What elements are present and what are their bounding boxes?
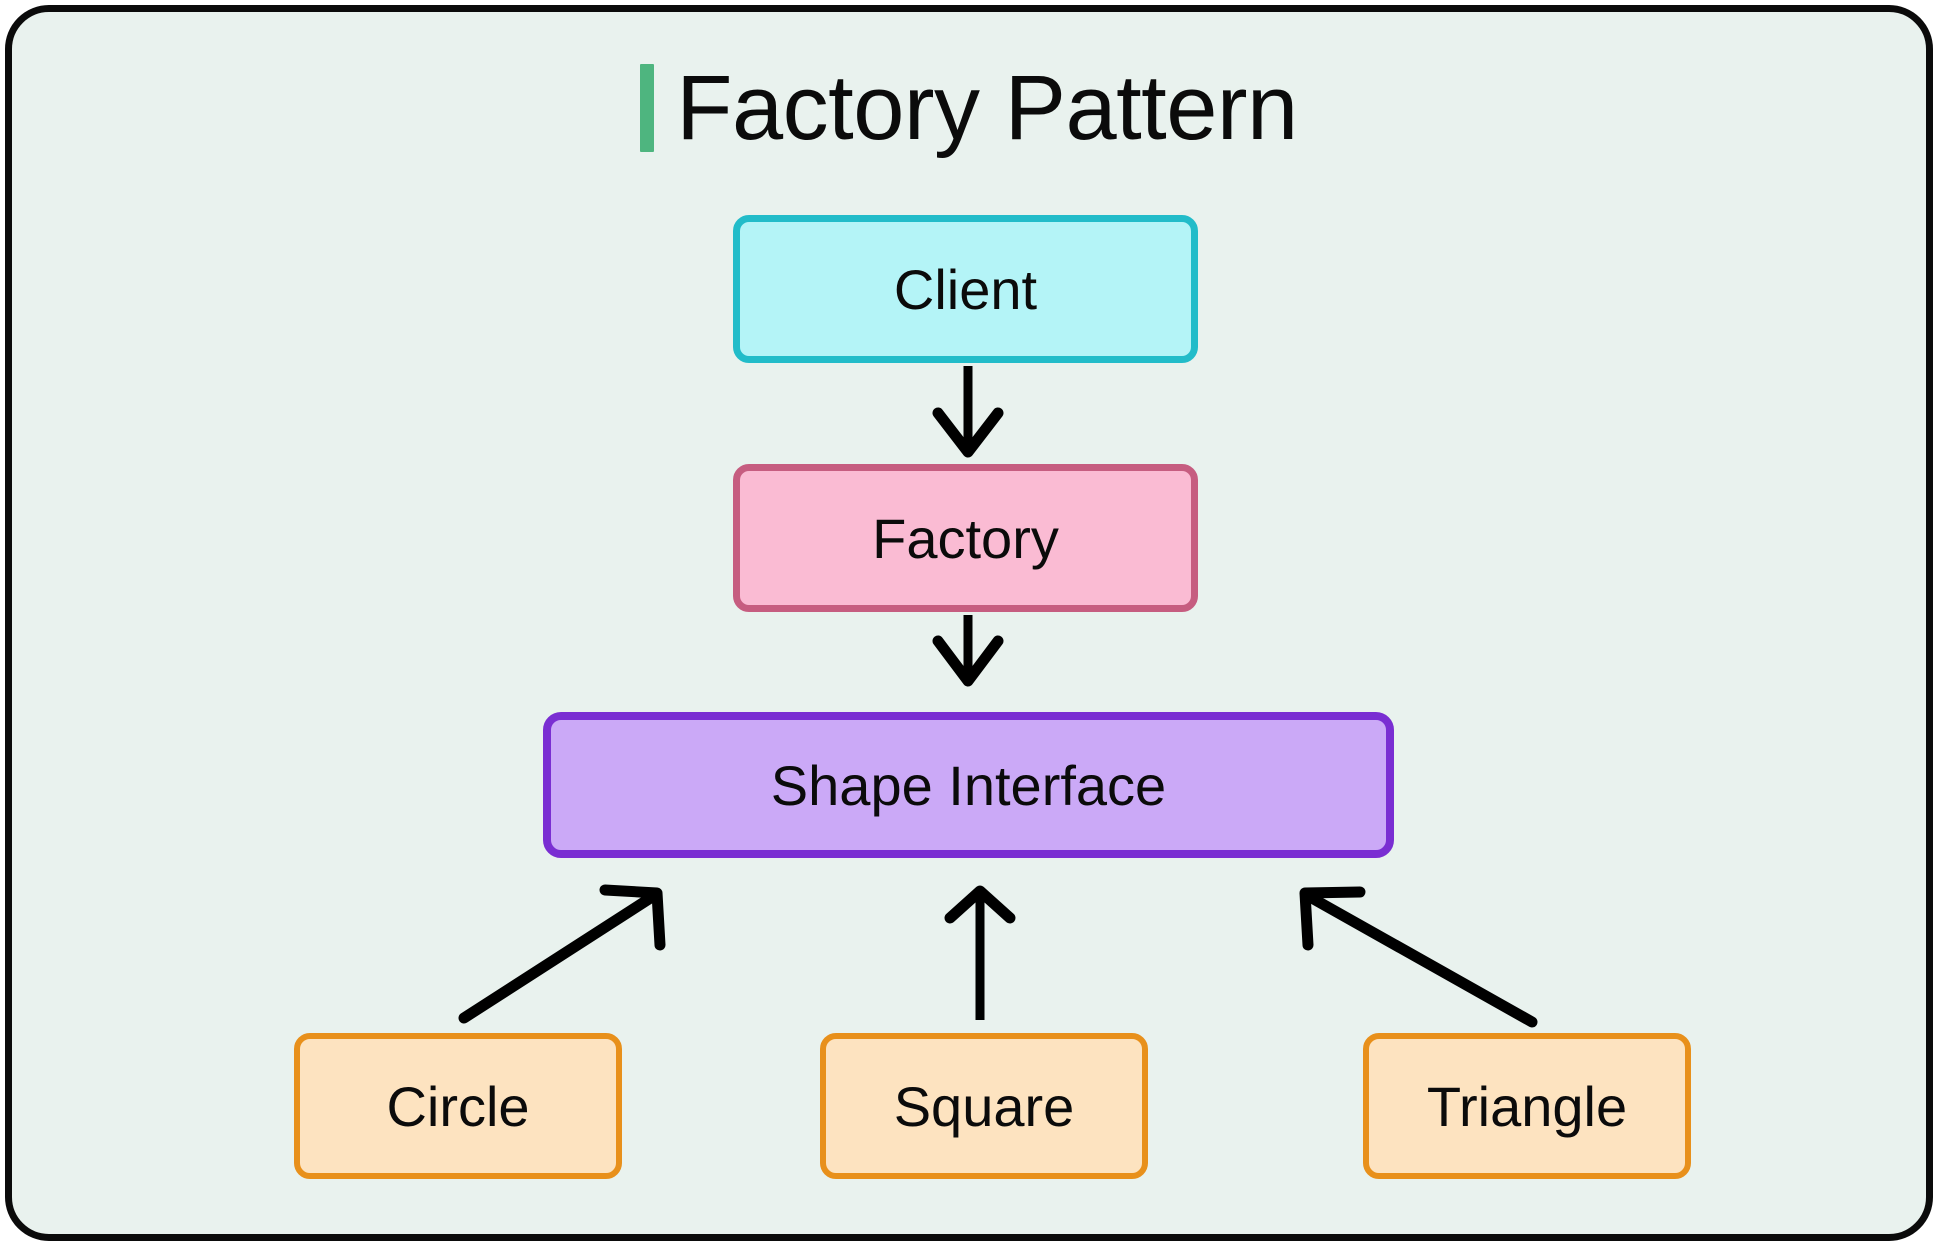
page-title: Factory Pattern	[676, 57, 1298, 159]
node-circle-label: Circle	[386, 1074, 530, 1138]
node-square-label: Square	[893, 1074, 1075, 1138]
node-shape-interface[interactable]: Shape Interface	[543, 712, 1394, 858]
node-factory[interactable]: Factory	[733, 464, 1198, 612]
node-client-label: Client	[893, 257, 1038, 321]
node-circle[interactable]: Circle	[294, 1033, 622, 1179]
node-triangle[interactable]: Triangle	[1363, 1033, 1691, 1179]
node-client[interactable]: Client	[733, 215, 1198, 363]
node-shape-interface-label: Shape Interface	[770, 753, 1167, 817]
node-triangle-label: Triangle	[1426, 1074, 1628, 1138]
node-factory-label: Factory	[872, 506, 1059, 570]
node-square[interactable]: Square	[820, 1033, 1148, 1179]
title-accent-bar	[640, 64, 655, 152]
diagram-title: Factory Pattern	[0, 48, 1938, 168]
